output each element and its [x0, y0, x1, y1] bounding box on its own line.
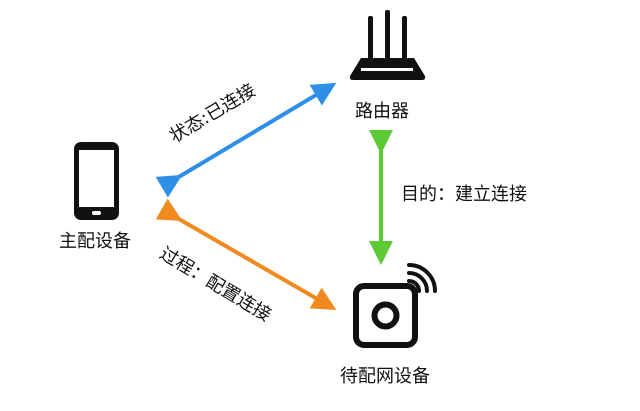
smartphone-icon: [74, 142, 119, 220]
edge-device-phone: [155, 198, 337, 311]
phone-label: 主配设备: [59, 231, 131, 252]
router-icon: [349, 10, 426, 80]
edge-router-phone: [155, 82, 337, 198]
wireless-device-icon: [353, 263, 437, 348]
device-label: 待配网设备: [340, 366, 430, 387]
router-label: 路由器: [355, 101, 409, 122]
edge-router-device-label: 目的：建立连接: [401, 184, 527, 205]
